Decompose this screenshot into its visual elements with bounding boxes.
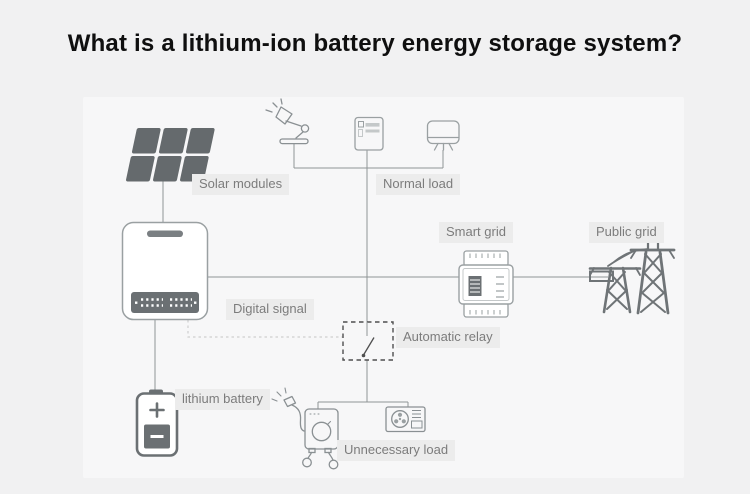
- label-automatic-relay: Automatic relay: [396, 327, 500, 348]
- air-conditioner-icon: [385, 406, 426, 433]
- refrigerator-icon: [354, 116, 384, 151]
- label-digital-signal: Digital signal: [226, 299, 314, 320]
- page-title: What is a lithium-ion battery energy sto…: [67, 30, 683, 57]
- water-heater-icon: [271, 387, 339, 470]
- label-lithium-battery: lithium battery: [175, 389, 270, 410]
- battery-plus-sign: [149, 402, 165, 418]
- monitor-icon: [426, 120, 460, 151]
- wire-normal-load: [293, 144, 444, 169]
- desk-lamp-icon: [265, 98, 310, 145]
- relay-switch-icon: [342, 321, 394, 361]
- label-normal-load: Normal load: [376, 174, 461, 195]
- fan-blades: [394, 412, 406, 424]
- label-unnecessary-load: Unnecessary load: [337, 440, 456, 461]
- wire-lines: [154, 144, 608, 409]
- digital-signal-line: [187, 320, 343, 338]
- label-solar-modules: Solar modules: [192, 174, 290, 195]
- smart-meter-icon: [458, 250, 514, 318]
- inverter-icon: [121, 221, 209, 321]
- wire-unnecessary-load: [317, 401, 409, 409]
- transmission-tower-icon: [588, 234, 676, 315]
- solar-panel-icon: [126, 128, 215, 182]
- label-public-grid: Public grid: [589, 222, 664, 243]
- label-smart-grid: Smart grid: [439, 222, 513, 243]
- battery-icon: [135, 389, 179, 457]
